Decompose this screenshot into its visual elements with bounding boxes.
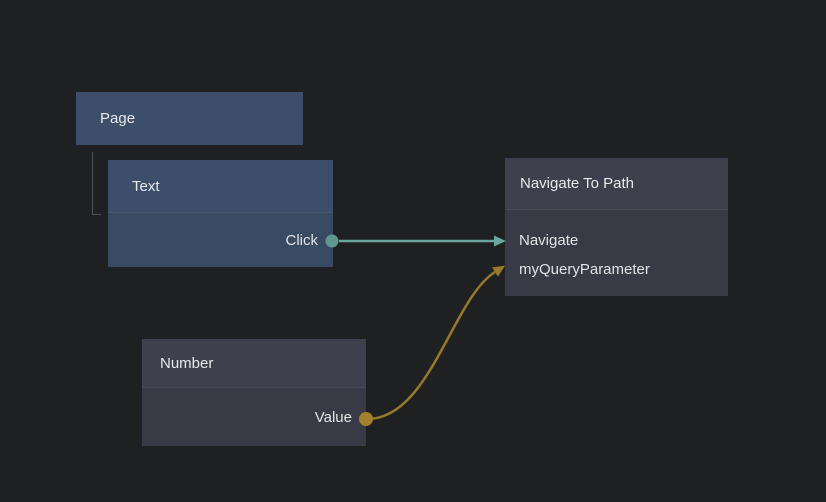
node-number-header[interactable]: Number	[142, 339, 366, 388]
node-text-title: Text	[132, 177, 160, 195]
node-page-title: Page	[100, 110, 136, 127]
port-click-row[interactable]: Click	[108, 213, 333, 267]
edge-value-to-myqueryparameter[interactable]	[366, 265, 506, 421]
tree-connector-line	[92, 152, 101, 215]
port-navigate-label: Navigate	[519, 232, 579, 249]
node-navigate-to-path-title: Navigate To Path	[520, 175, 634, 192]
node-number[interactable]: Number Value	[142, 339, 366, 446]
port-navigate-row[interactable]: Navigate	[505, 226, 728, 255]
port-click-label: Click	[285, 231, 319, 249]
node-navigate-to-path[interactable]: Navigate To Path Navigate myQueryParamet…	[505, 158, 728, 296]
node-navigate-to-path-body: Navigate myQueryParameter	[505, 210, 728, 296]
node-text[interactable]: Text Click	[108, 160, 333, 267]
port-value-label: Value	[314, 408, 352, 426]
node-page[interactable]: Page	[76, 92, 303, 145]
port-myqueryparameter-label: myQueryParameter	[519, 261, 650, 278]
node-navigate-to-path-header[interactable]: Navigate To Path	[505, 158, 728, 210]
port-myqueryparameter-row[interactable]: myQueryParameter	[505, 255, 728, 284]
node-text-header[interactable]: Text	[108, 160, 333, 213]
port-value-row[interactable]: Value	[142, 388, 366, 446]
node-number-title: Number	[160, 354, 214, 372]
node-page-header[interactable]: Page	[76, 92, 303, 145]
